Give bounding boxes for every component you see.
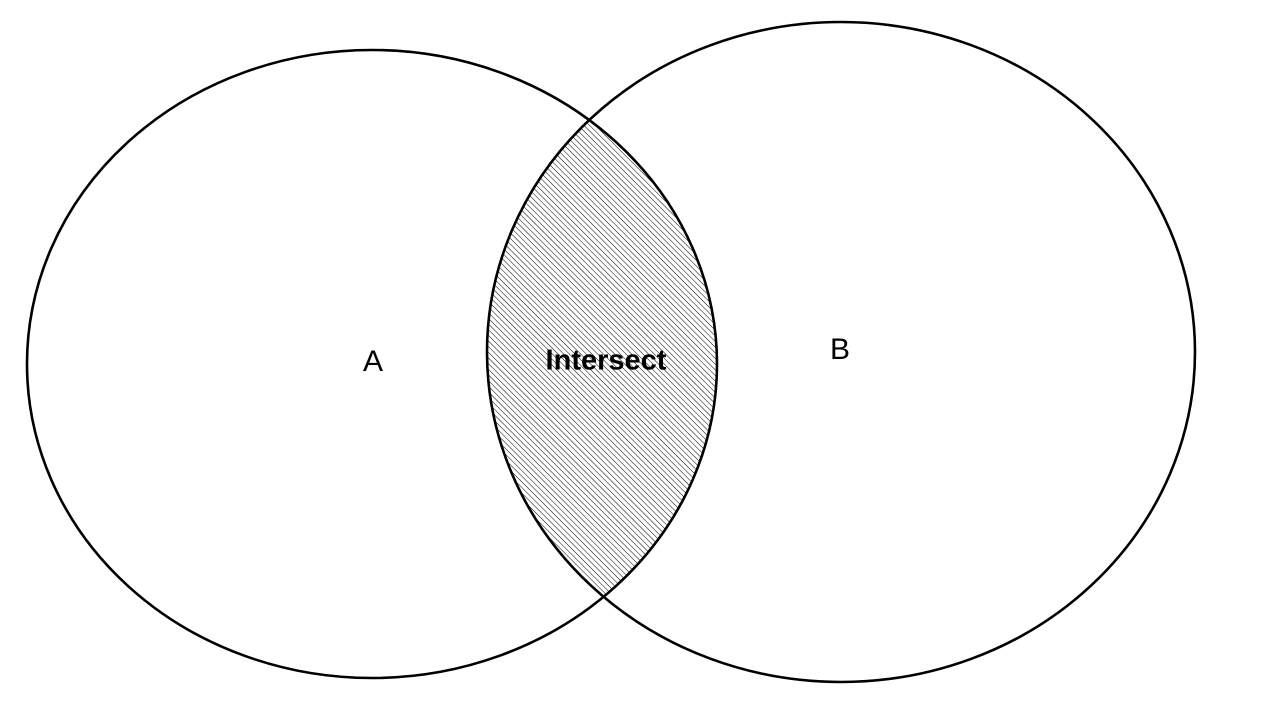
set-label-b: B — [830, 333, 850, 366]
set-circle-a[interactable] — [25, 48, 719, 680]
set-circle-b[interactable] — [485, 20, 1197, 684]
intersection-label: Intersect — [546, 345, 667, 377]
set-label-a: A — [363, 345, 383, 378]
